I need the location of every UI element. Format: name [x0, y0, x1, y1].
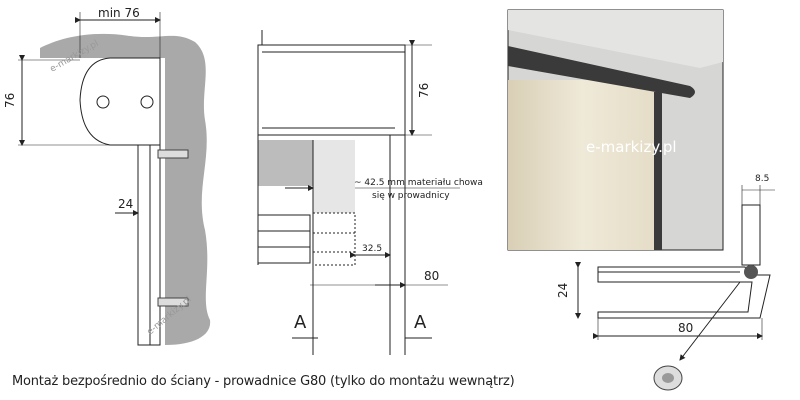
caption: Montaż bezpośrednio do ściany - prowadni… [12, 374, 515, 389]
watermark: e-markizy.pl [586, 138, 677, 156]
dim-80-middle: 80 [424, 269, 439, 283]
wall-plug [157, 297, 189, 307]
guide-rail [137, 144, 161, 346]
fabric-area [313, 140, 355, 213]
cassette-box [257, 44, 406, 136]
dim-32-5: 32.5 [362, 244, 382, 254]
clip [741, 204, 761, 266]
section-mark-a-left: A [294, 312, 307, 333]
installation-photo: e-markizy.pl [507, 9, 724, 251]
guide-rail-photo [654, 92, 662, 250]
dim-24-left: 24 [118, 197, 133, 211]
dim-min-76: min 76 [98, 6, 140, 20]
gasket [744, 265, 758, 279]
cassette-head [79, 57, 161, 146]
shaded-area [258, 140, 313, 186]
profile-cross-section: 8.5 24 80 [556, 174, 775, 391]
cassette-photo [508, 46, 695, 98]
dim-80-profile: 80 [678, 321, 693, 335]
dim-76-middle: 76 [417, 83, 431, 98]
section-mark-a-right: A [414, 312, 427, 333]
dim-8-5: 8.5 [755, 174, 769, 184]
wall-plug [157, 149, 189, 159]
wall-section [40, 33, 211, 345]
middle-section-view: ~ 42.5 mm materiału chowa się w prowadni… [257, 30, 483, 355]
dim-24-profile: 24 [556, 283, 570, 298]
screw-icon [96, 95, 110, 109]
dim-76-left: 76 [3, 93, 17, 108]
note-material: ~ 42.5 mm materiału chowa [354, 178, 483, 188]
note-material-2: się w prowadnicy [372, 191, 450, 201]
left-wall-mount-view: min 76 76 24 e-markizy.pl e-markizy.pl [3, 6, 211, 346]
screw-icon [140, 95, 154, 109]
